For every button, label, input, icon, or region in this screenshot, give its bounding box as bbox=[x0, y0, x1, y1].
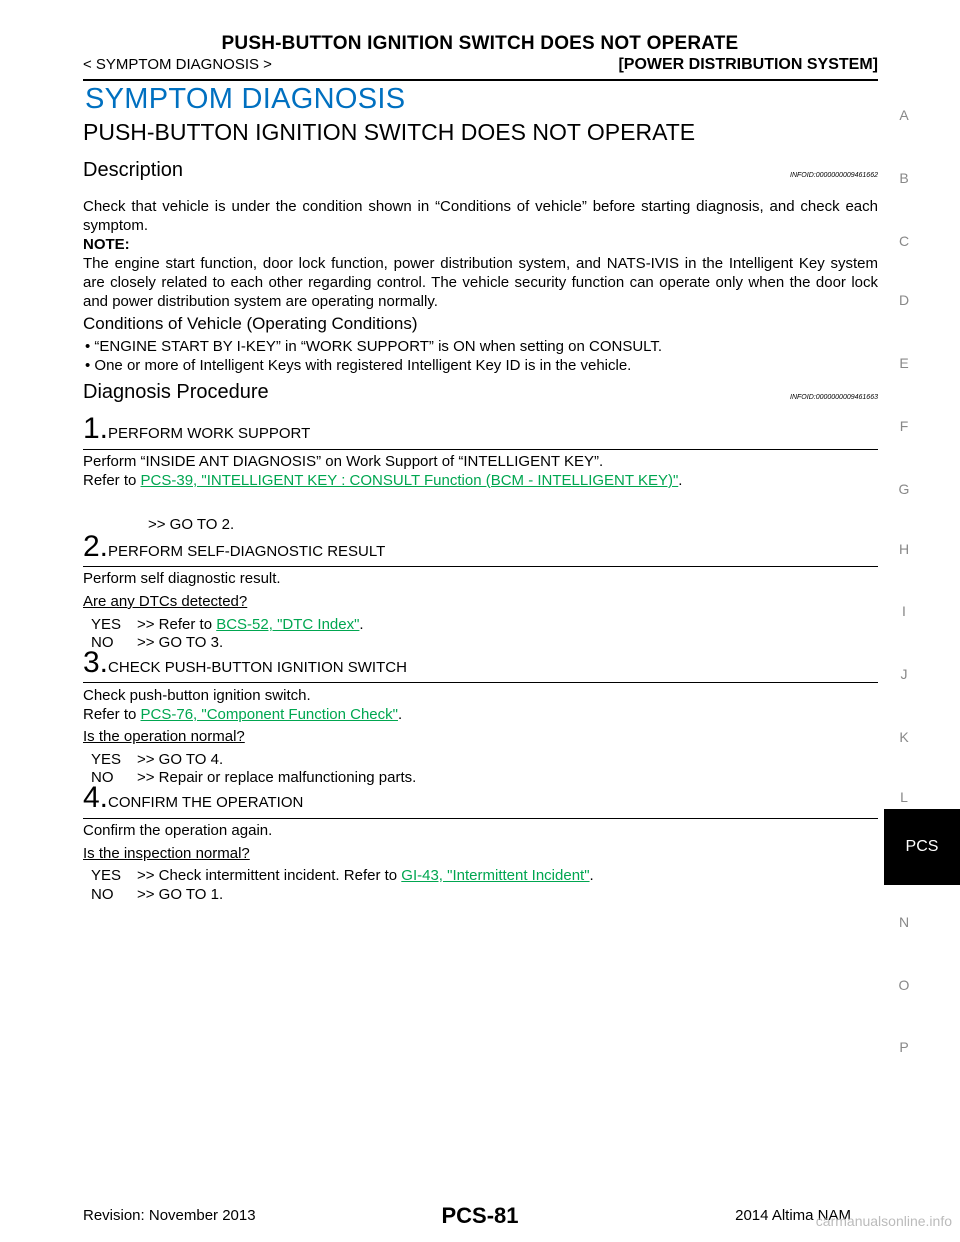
step-title: CONFIRM THE OPERATION bbox=[108, 794, 304, 811]
ref-link-pcs-39[interactable]: PCS-39, "INTELLIGENT KEY : CONSULT Funct… bbox=[140, 472, 679, 489]
description-infoid: INFOID:0000000009461662 bbox=[790, 172, 878, 179]
step-number: 4. bbox=[83, 781, 109, 814]
footer-watermark: carmanualsonline.info bbox=[815, 1213, 952, 1229]
ref-link-gi-43[interactable]: GI-43, "Intermittent Incident" bbox=[401, 867, 590, 884]
no-text: >> GO TO 3. bbox=[137, 634, 224, 651]
step-divider bbox=[83, 682, 878, 683]
side-tab-g[interactable]: G bbox=[898, 481, 910, 497]
step-number: 2. bbox=[83, 530, 109, 563]
conditions-item: • “ENGINE START BY I-KEY” in “WORK SUPPO… bbox=[85, 338, 663, 355]
step-2-line: Perform self diagnostic result. bbox=[83, 570, 281, 587]
side-tab-a[interactable]: A bbox=[899, 107, 909, 123]
step-number: 3. bbox=[83, 646, 109, 679]
yes-key: YES bbox=[91, 751, 122, 768]
step-divider bbox=[83, 449, 878, 450]
step-4-yes-row: YES >> Check intermittent incident. Refer… bbox=[91, 866, 594, 885]
side-tab-i[interactable]: I bbox=[902, 603, 906, 619]
no-text: >> GO TO 1. bbox=[137, 886, 224, 903]
footer-page-number: PCS-81 bbox=[441, 1203, 519, 1228]
step-title: CHECK PUSH-BUTTON IGNITION SWITCH bbox=[108, 659, 407, 676]
side-tab-h[interactable]: H bbox=[898, 541, 910, 557]
step-4-question: Is the inspection normal? bbox=[83, 845, 250, 862]
procedure-infoid: INFOID:0000000009461663 bbox=[790, 394, 878, 401]
side-tab-k[interactable]: K bbox=[899, 729, 909, 745]
step-1-line: Perform “INSIDE ANT DIAGNOSIS” on Work S… bbox=[83, 453, 604, 470]
page-header-title: PUSH-BUTTON IGNITION SWITCH DOES NOT OPE… bbox=[221, 33, 739, 54]
side-tab-j[interactable]: J bbox=[900, 666, 908, 682]
step-number: 1. bbox=[83, 412, 109, 445]
step-2-heading: 2.PERFORM SELF-DIAGNOSTIC RESULT bbox=[83, 530, 385, 564]
step-1-heading: 1.PERFORM WORK SUPPORT bbox=[83, 412, 310, 446]
side-tab-n[interactable]: N bbox=[898, 914, 910, 930]
description-paragraph: Check that vehicle is under the conditio… bbox=[83, 198, 878, 234]
note-label: NOTE: bbox=[83, 236, 130, 253]
main-title: SYMPTOM DIAGNOSIS bbox=[85, 83, 406, 115]
refer-suffix: . bbox=[678, 472, 683, 489]
step-title: PERFORM SELF-DIAGNOSTIC RESULT bbox=[108, 543, 386, 560]
step-3-question: Is the operation normal? bbox=[83, 728, 245, 745]
yes-prefix: >> Check intermittent incident. Refer to bbox=[137, 867, 402, 884]
step-4-heading: 4.CONFIRM THE OPERATION bbox=[83, 781, 303, 815]
yes-key: YES bbox=[91, 867, 122, 884]
note-text: The engine start function, door lock fun… bbox=[83, 255, 878, 310]
procedure-heading: Diagnosis Procedure bbox=[83, 381, 269, 403]
step-3-refer: Refer to PCS-76, "Component Function Che… bbox=[83, 705, 402, 724]
side-tab-l[interactable]: L bbox=[900, 789, 908, 805]
side-tab-f[interactable]: F bbox=[899, 418, 909, 434]
side-tab-c[interactable]: C bbox=[898, 233, 910, 249]
side-tab-o[interactable]: O bbox=[898, 977, 910, 993]
side-tab-b[interactable]: B bbox=[899, 170, 909, 186]
step-4-line: Confirm the operation again. bbox=[83, 822, 273, 839]
ref-link-pcs-76[interactable]: PCS-76, "Component Function Check" bbox=[140, 706, 398, 723]
step-2-no-row: NO >> GO TO 3. bbox=[91, 633, 223, 652]
ref-link-bcs-52[interactable]: BCS-52, "DTC Index" bbox=[216, 616, 360, 633]
header-section-label: < SYMPTOM DIAGNOSIS > bbox=[83, 56, 272, 73]
side-tab-d[interactable]: D bbox=[898, 292, 910, 308]
step-1-refer: Refer to PCS-39, "INTELLIGENT KEY : CONS… bbox=[83, 471, 682, 490]
step-4-no-row: NO >> GO TO 1. bbox=[91, 885, 223, 904]
conditions-item: • One or more of Intelligent Keys with r… bbox=[85, 357, 632, 374]
side-tab-pcs-active[interactable]: PCS bbox=[884, 809, 960, 885]
refer-prefix: Refer to bbox=[83, 706, 141, 723]
step-2-question: Are any DTCs detected? bbox=[83, 593, 248, 610]
step-3-no-row: NO >> Repair or replace malfunctioning pa… bbox=[91, 768, 416, 787]
no-key: NO bbox=[91, 886, 114, 903]
header-divider bbox=[83, 79, 878, 81]
step-title: PERFORM WORK SUPPORT bbox=[108, 425, 311, 442]
conditions-heading: Conditions of Vehicle (Operating Conditi… bbox=[83, 314, 418, 333]
footer-model: 2014 Altima NAM bbox=[735, 1207, 851, 1224]
step-3-yes-row: YES >> GO TO 4. bbox=[91, 750, 223, 769]
yes-text: >> GO TO 4. bbox=[137, 751, 224, 768]
header-system-label: [POWER DISTRIBUTION SYSTEM] bbox=[618, 56, 878, 73]
refer-suffix: . bbox=[397, 706, 403, 723]
step-1-goto: >> GO TO 2. bbox=[148, 516, 235, 533]
step-divider bbox=[83, 566, 878, 567]
footer-revision: Revision: November 2013 bbox=[83, 1207, 256, 1224]
no-text: >> Repair or replace malfunctioning part… bbox=[137, 769, 417, 786]
yes-suffix: . bbox=[589, 867, 594, 884]
refer-prefix: Refer to bbox=[83, 472, 141, 489]
step-divider bbox=[83, 818, 878, 819]
yes-suffix: . bbox=[359, 616, 364, 633]
side-tab-p[interactable]: P bbox=[899, 1039, 909, 1055]
step-3-heading: 3.CHECK PUSH-BUTTON IGNITION SWITCH bbox=[83, 646, 407, 680]
no-key: NO bbox=[91, 769, 114, 786]
no-key: NO bbox=[91, 634, 114, 651]
step-2-yes-row: YES >> Refer to BCS-52, "DTC Index". bbox=[91, 615, 364, 634]
description-body: Check that vehicle is under the conditio… bbox=[83, 197, 878, 311]
yes-key: YES bbox=[91, 616, 122, 633]
yes-prefix: >> Refer to bbox=[137, 616, 217, 633]
side-tab-e[interactable]: E bbox=[899, 355, 909, 371]
description-heading: Description bbox=[83, 159, 184, 181]
step-3-line: Check push-button ignition switch. bbox=[83, 687, 311, 704]
sub-title: PUSH-BUTTON IGNITION SWITCH DOES NOT OPE… bbox=[83, 119, 696, 145]
